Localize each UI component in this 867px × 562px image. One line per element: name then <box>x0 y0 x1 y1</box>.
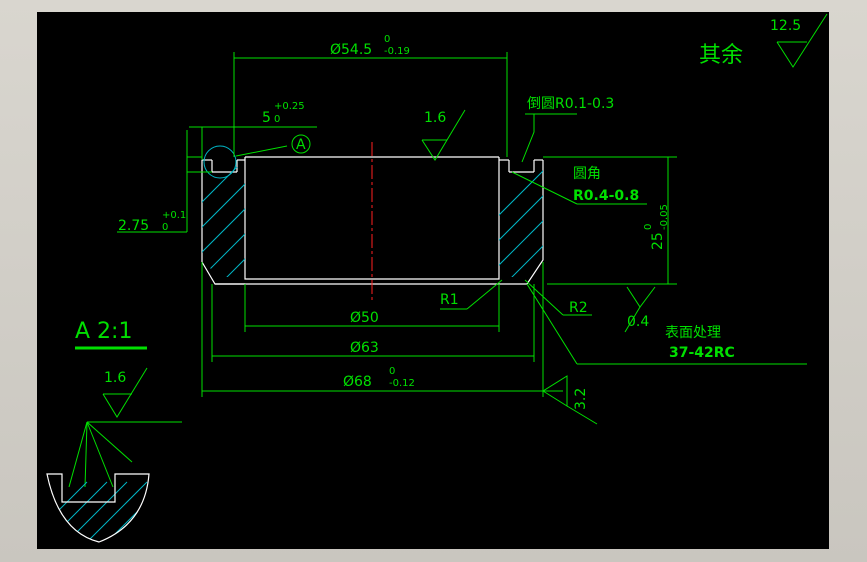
svg-text:R0.4-0.8: R0.4-0.8 <box>573 188 639 204</box>
svg-text:37-42RC: 37-42RC <box>669 345 735 361</box>
svg-text:0.4: 0.4 <box>627 314 649 330</box>
rest-roughness: 其余 12.5 <box>699 13 828 68</box>
surface-treatment-note: 表面处理 37-42RC <box>526 283 807 365</box>
dim-63: Ø63 <box>211 284 535 362</box>
svg-text:0: 0 <box>384 34 390 45</box>
svg-text:R1: R1 <box>440 292 459 308</box>
svg-text:3.2: 3.2 <box>573 388 589 410</box>
roughness-16-top: 1.6 <box>421 109 466 161</box>
svg-text:0: 0 <box>389 366 395 377</box>
chamfer-note: 倒圆R0.1-0.3 <box>521 96 614 163</box>
fillet-note: 圆角 R0.4-0.8 <box>511 166 647 205</box>
svg-text:1.6: 1.6 <box>424 110 446 126</box>
svg-text:倒圆R0.1-0.3: 倒圆R0.1-0.3 <box>527 96 614 112</box>
dim-275: 2.75 +0.1 0 <box>117 130 212 234</box>
section-hatch-right <box>499 167 543 277</box>
svg-text:0: 0 <box>643 224 654 230</box>
dim-68: Ø68 0 -0.12 <box>201 262 544 397</box>
datum-a-label: A <box>296 137 306 153</box>
svg-text:0: 0 <box>162 222 168 233</box>
svg-text:25: 25 <box>650 232 666 250</box>
detail-a: A 2:1 <box>75 319 147 350</box>
roughness-04: 0.4 <box>624 286 656 333</box>
detail-circle <box>203 145 237 179</box>
svg-text:-0.19: -0.19 <box>384 46 410 57</box>
svg-text:12.5: 12.5 <box>770 18 801 34</box>
svg-text:Ø68: Ø68 <box>343 374 372 390</box>
radius-labels: R1 R2 <box>440 279 592 316</box>
svg-text:其余: 其余 <box>699 43 743 68</box>
svg-text:-0.12: -0.12 <box>389 378 415 389</box>
svg-text:R2: R2 <box>569 300 588 316</box>
svg-text:2.75: 2.75 <box>118 218 149 234</box>
svg-text:圆角: 圆角 <box>573 166 601 182</box>
dim-50: Ø50 <box>244 284 500 332</box>
svg-text:+0.25: +0.25 <box>274 101 305 112</box>
svg-text:Ø54.5: Ø54.5 <box>330 42 372 58</box>
detail-view <box>46 421 182 543</box>
svg-text:Ø50: Ø50 <box>350 310 379 326</box>
svg-text:A 2:1: A 2:1 <box>75 319 132 344</box>
svg-text:-0.05: -0.05 <box>659 204 670 230</box>
roughness-32: 3.2 <box>541 375 598 425</box>
svg-text:0: 0 <box>274 114 280 125</box>
roughness-16-detail: 1.6 <box>102 367 148 418</box>
svg-text:+0.1: +0.1 <box>162 210 186 221</box>
dim-top-diameter: Ø54.5 0 -0.19 <box>233 34 508 157</box>
section-hatch-left <box>202 167 245 277</box>
svg-text:1.6: 1.6 <box>104 370 126 386</box>
datum-a-circle <box>291 134 311 154</box>
svg-text:表面处理: 表面处理 <box>665 325 721 341</box>
drawing-svg: A Ø54.5 0 -0.19 5 +0.25 0 <box>46 13 828 543</box>
dim-25: 25 0 -0.05 <box>543 156 677 285</box>
dim-5: 5 +0.25 0 <box>189 101 317 160</box>
svg-text:Ø63: Ø63 <box>350 340 379 356</box>
svg-text:5: 5 <box>262 110 271 126</box>
cad-canvas[interactable]: A Ø54.5 0 -0.19 5 +0.25 0 <box>37 12 829 549</box>
